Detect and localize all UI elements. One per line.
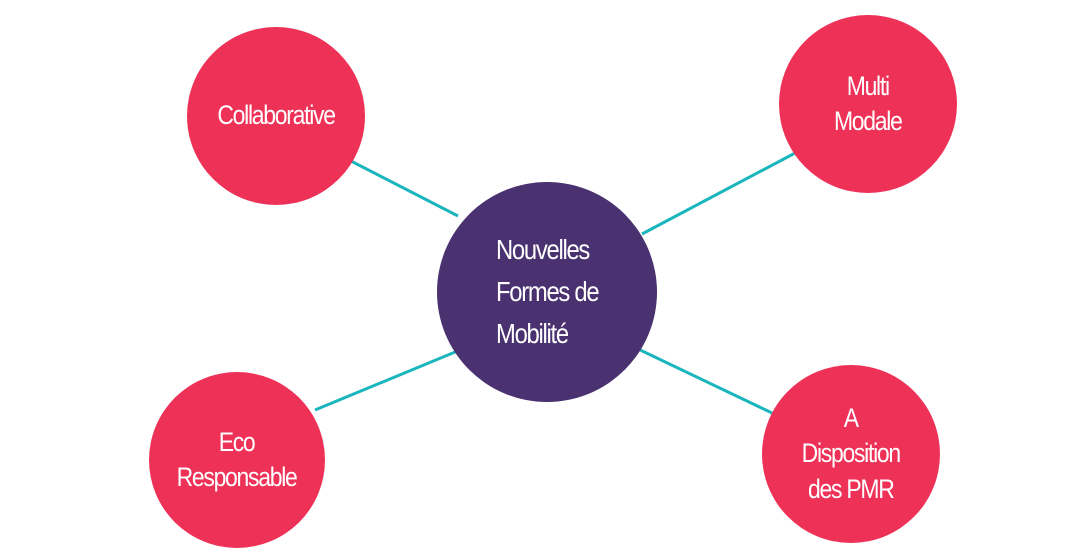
connector-pmr	[635, 346, 773, 415]
center-node: Nouvelles Formes de Mobilité	[437, 182, 657, 402]
node-multi-modale-label: Multi Modale	[834, 70, 903, 136]
node-eco-responsable: Eco Responsable	[149, 372, 325, 548]
connector-eco-responsable	[314, 348, 461, 412]
node-multi-modale: Multi Modale	[779, 15, 957, 193]
node-a-disposition-pmr: A Disposition des PMR	[762, 365, 940, 543]
center-node-label: Nouvelles Formes de Mobilité	[495, 234, 600, 349]
node-eco-responsable-label: Eco Responsable	[177, 426, 298, 492]
connector-multi-modale	[641, 150, 798, 236]
node-collaborative-label: Collaborative	[217, 100, 336, 131]
node-a-disposition-pmr-label: A Disposition des PMR	[801, 403, 901, 504]
node-collaborative: Collaborative	[187, 27, 365, 205]
connector-collaborative	[344, 156, 459, 218]
